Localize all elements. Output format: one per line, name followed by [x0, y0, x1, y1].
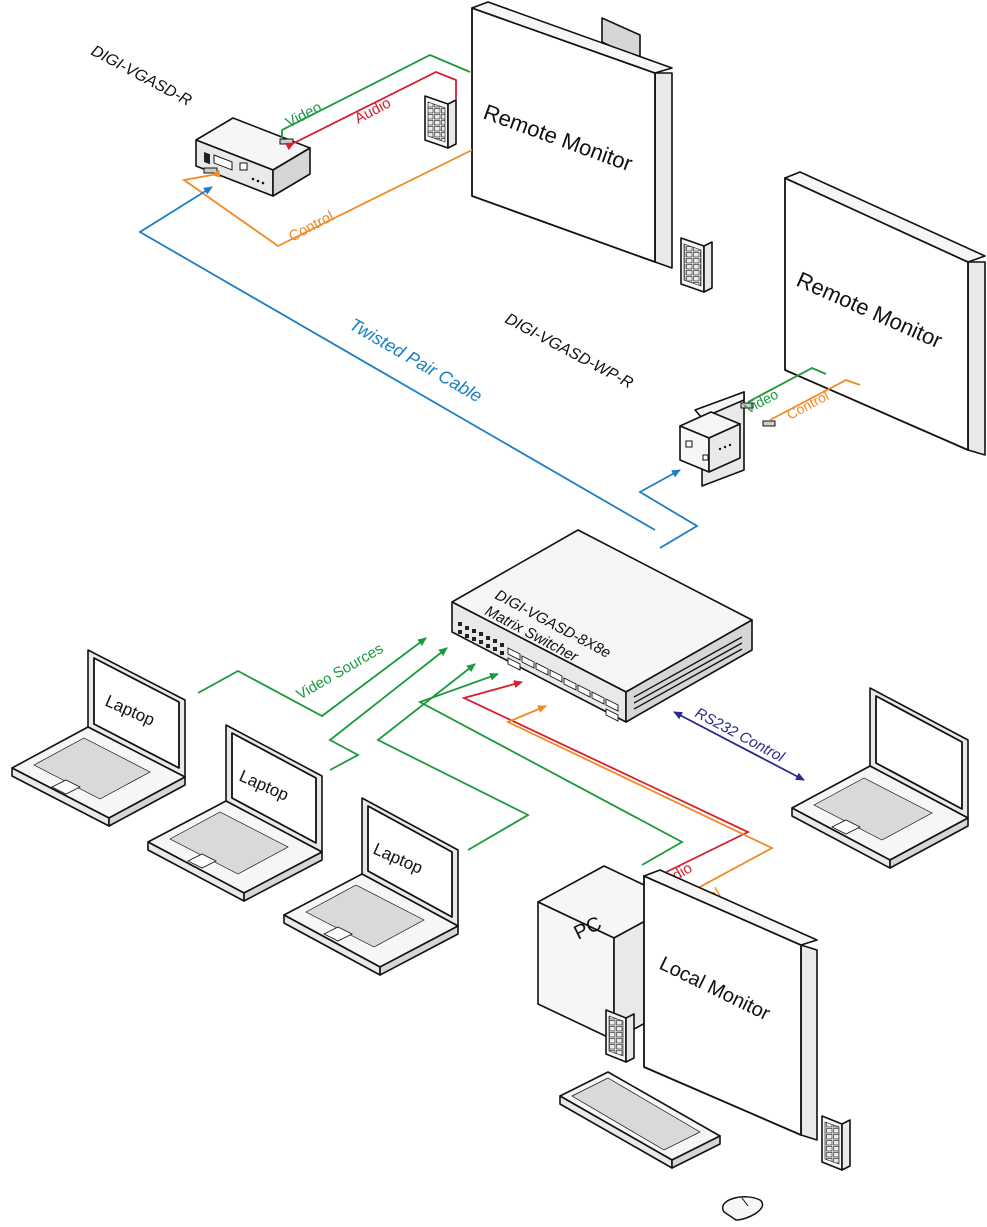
- remote-monitor-1: Remote Monitor: [471, 1, 673, 269]
- video-cable-wp: [747, 367, 827, 403]
- remote-keypad-1: [424, 95, 457, 149]
- receiver-box: DIGI-VGASD-R: [88, 43, 311, 197]
- audio-label-top: Audio: [352, 95, 394, 128]
- switcher-buttons: [458, 622, 504, 655]
- video-cable-laptop-3: [376, 663, 530, 851]
- matrix-switcher: DIGI-VGASD-8X8e Matrix Switcher: [451, 529, 753, 723]
- audio-cable-top: [285, 71, 457, 151]
- control-label-wp: Control: [784, 387, 831, 422]
- rs232-cable: RS232 Control: [673, 705, 805, 781]
- video-cable-laptop-2: [328, 647, 448, 771]
- receiver-box-label: DIGI-VGASD-R: [88, 43, 194, 110]
- video-sources-label: Video Sources: [294, 640, 387, 703]
- video-cable-pc: [417, 672, 684, 866]
- remote-keypad-2: [680, 237, 713, 293]
- wallplate-receiver: DIGI-VGASD-WP-R: [502, 311, 776, 487]
- rs232-line: [673, 711, 805, 781]
- local-keypad-2: [821, 1115, 851, 1171]
- video-label-top: Video: [283, 99, 325, 132]
- twisted-pair-cable-2: [638, 469, 699, 549]
- audio-cable-pc: [461, 680, 751, 881]
- laptop-control: [791, 687, 969, 869]
- laptop-2: Laptop: [147, 724, 323, 902]
- remote-monitor-2: Remote Monitor: [784, 171, 986, 456]
- video-cable-laptop-1: [197, 637, 427, 718]
- control-cable-wp: [769, 379, 861, 421]
- control-cable-pc: [505, 705, 774, 903]
- local-monitor: Local Monitor: [643, 869, 818, 1141]
- keyboard: [559, 1071, 721, 1169]
- laptop-1: Laptop: [11, 649, 186, 827]
- control-cable-top: [181, 149, 473, 248]
- switcher-vents: [633, 636, 743, 710]
- laptop-3: Laptop: [283, 797, 459, 976]
- video-cable-top: [281, 54, 471, 140]
- mouse: [721, 1196, 764, 1221]
- video-label-wp: Video: [742, 386, 781, 417]
- switcher-ports: [507, 647, 619, 722]
- wallplate-receiver-label: DIGI-VGASD-WP-R: [502, 311, 636, 393]
- twisted-pair-cable-1: [138, 186, 656, 531]
- local-keypad-1: [605, 1009, 635, 1063]
- control-label-top: Control: [286, 208, 337, 246]
- rs232-label: RS232 Control: [692, 705, 787, 767]
